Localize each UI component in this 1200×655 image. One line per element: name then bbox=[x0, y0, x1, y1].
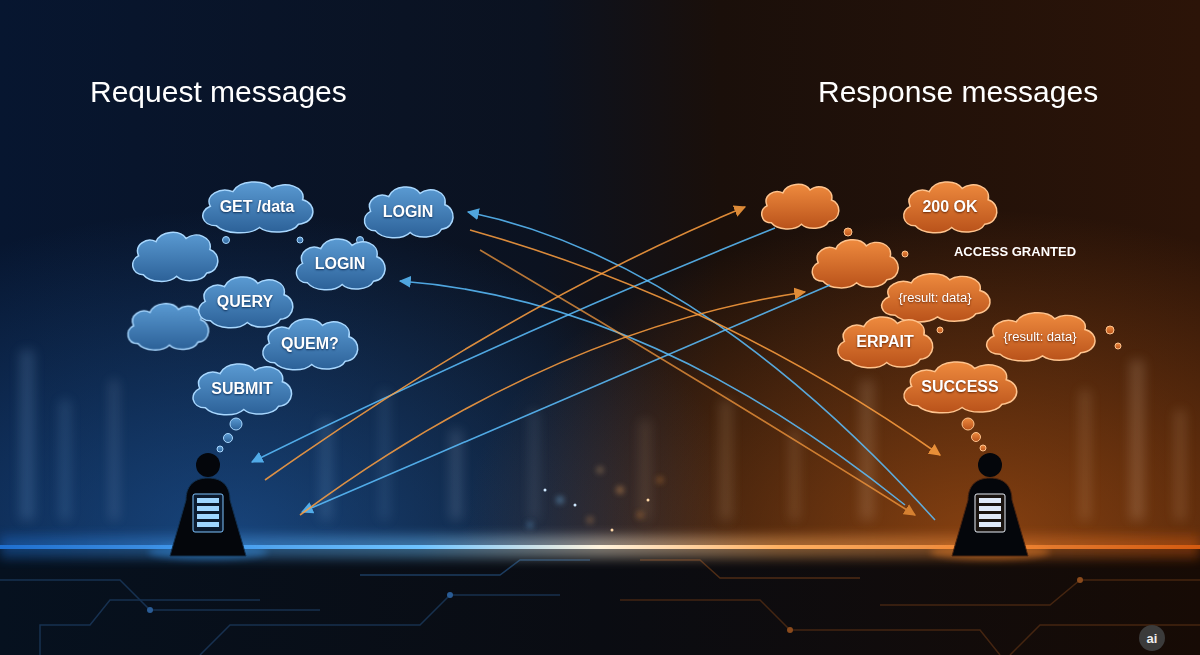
message-text: ERPAIT bbox=[856, 333, 913, 351]
watermark: ai bbox=[1139, 625, 1165, 651]
message-text: {result: data} bbox=[899, 291, 972, 306]
thought-cloud: 200 OK bbox=[898, 177, 1002, 234]
thought-cloud: GET /data bbox=[196, 177, 319, 234]
message-text: ACCESS GRANTED bbox=[954, 244, 1076, 259]
server-figure bbox=[930, 453, 1050, 560]
message-text: SUBMIT bbox=[211, 380, 272, 398]
message-text: SUCCESS bbox=[921, 378, 998, 396]
thought-cloud: LOGIN bbox=[291, 234, 390, 291]
message-text: LOGIN bbox=[383, 203, 434, 221]
message-text: GET /data bbox=[220, 198, 295, 216]
message-text: QUERY bbox=[217, 293, 273, 311]
thought-cloud: QUERY bbox=[193, 272, 298, 329]
thought-cloud: SUBMIT bbox=[187, 359, 297, 416]
thought-cloud: ERPAIT bbox=[832, 312, 938, 369]
thought-cloud: QUEM? bbox=[257, 314, 363, 371]
thought-cloud: SUCCESS bbox=[897, 357, 1023, 414]
message-text: 200 OK bbox=[922, 198, 977, 216]
message-text: QUEM? bbox=[281, 335, 339, 353]
column-heading: Request messages bbox=[90, 74, 347, 110]
column-heading: Response messages bbox=[818, 74, 1098, 110]
server-figure bbox=[148, 453, 268, 560]
message-text: LOGIN bbox=[315, 255, 366, 273]
thought-cloud: {result: data} bbox=[980, 308, 1101, 362]
thought-cloud: LOGIN bbox=[359, 182, 458, 239]
message-text: {result: data} bbox=[1004, 330, 1077, 345]
thought-cloud: {result: data} bbox=[875, 269, 996, 323]
